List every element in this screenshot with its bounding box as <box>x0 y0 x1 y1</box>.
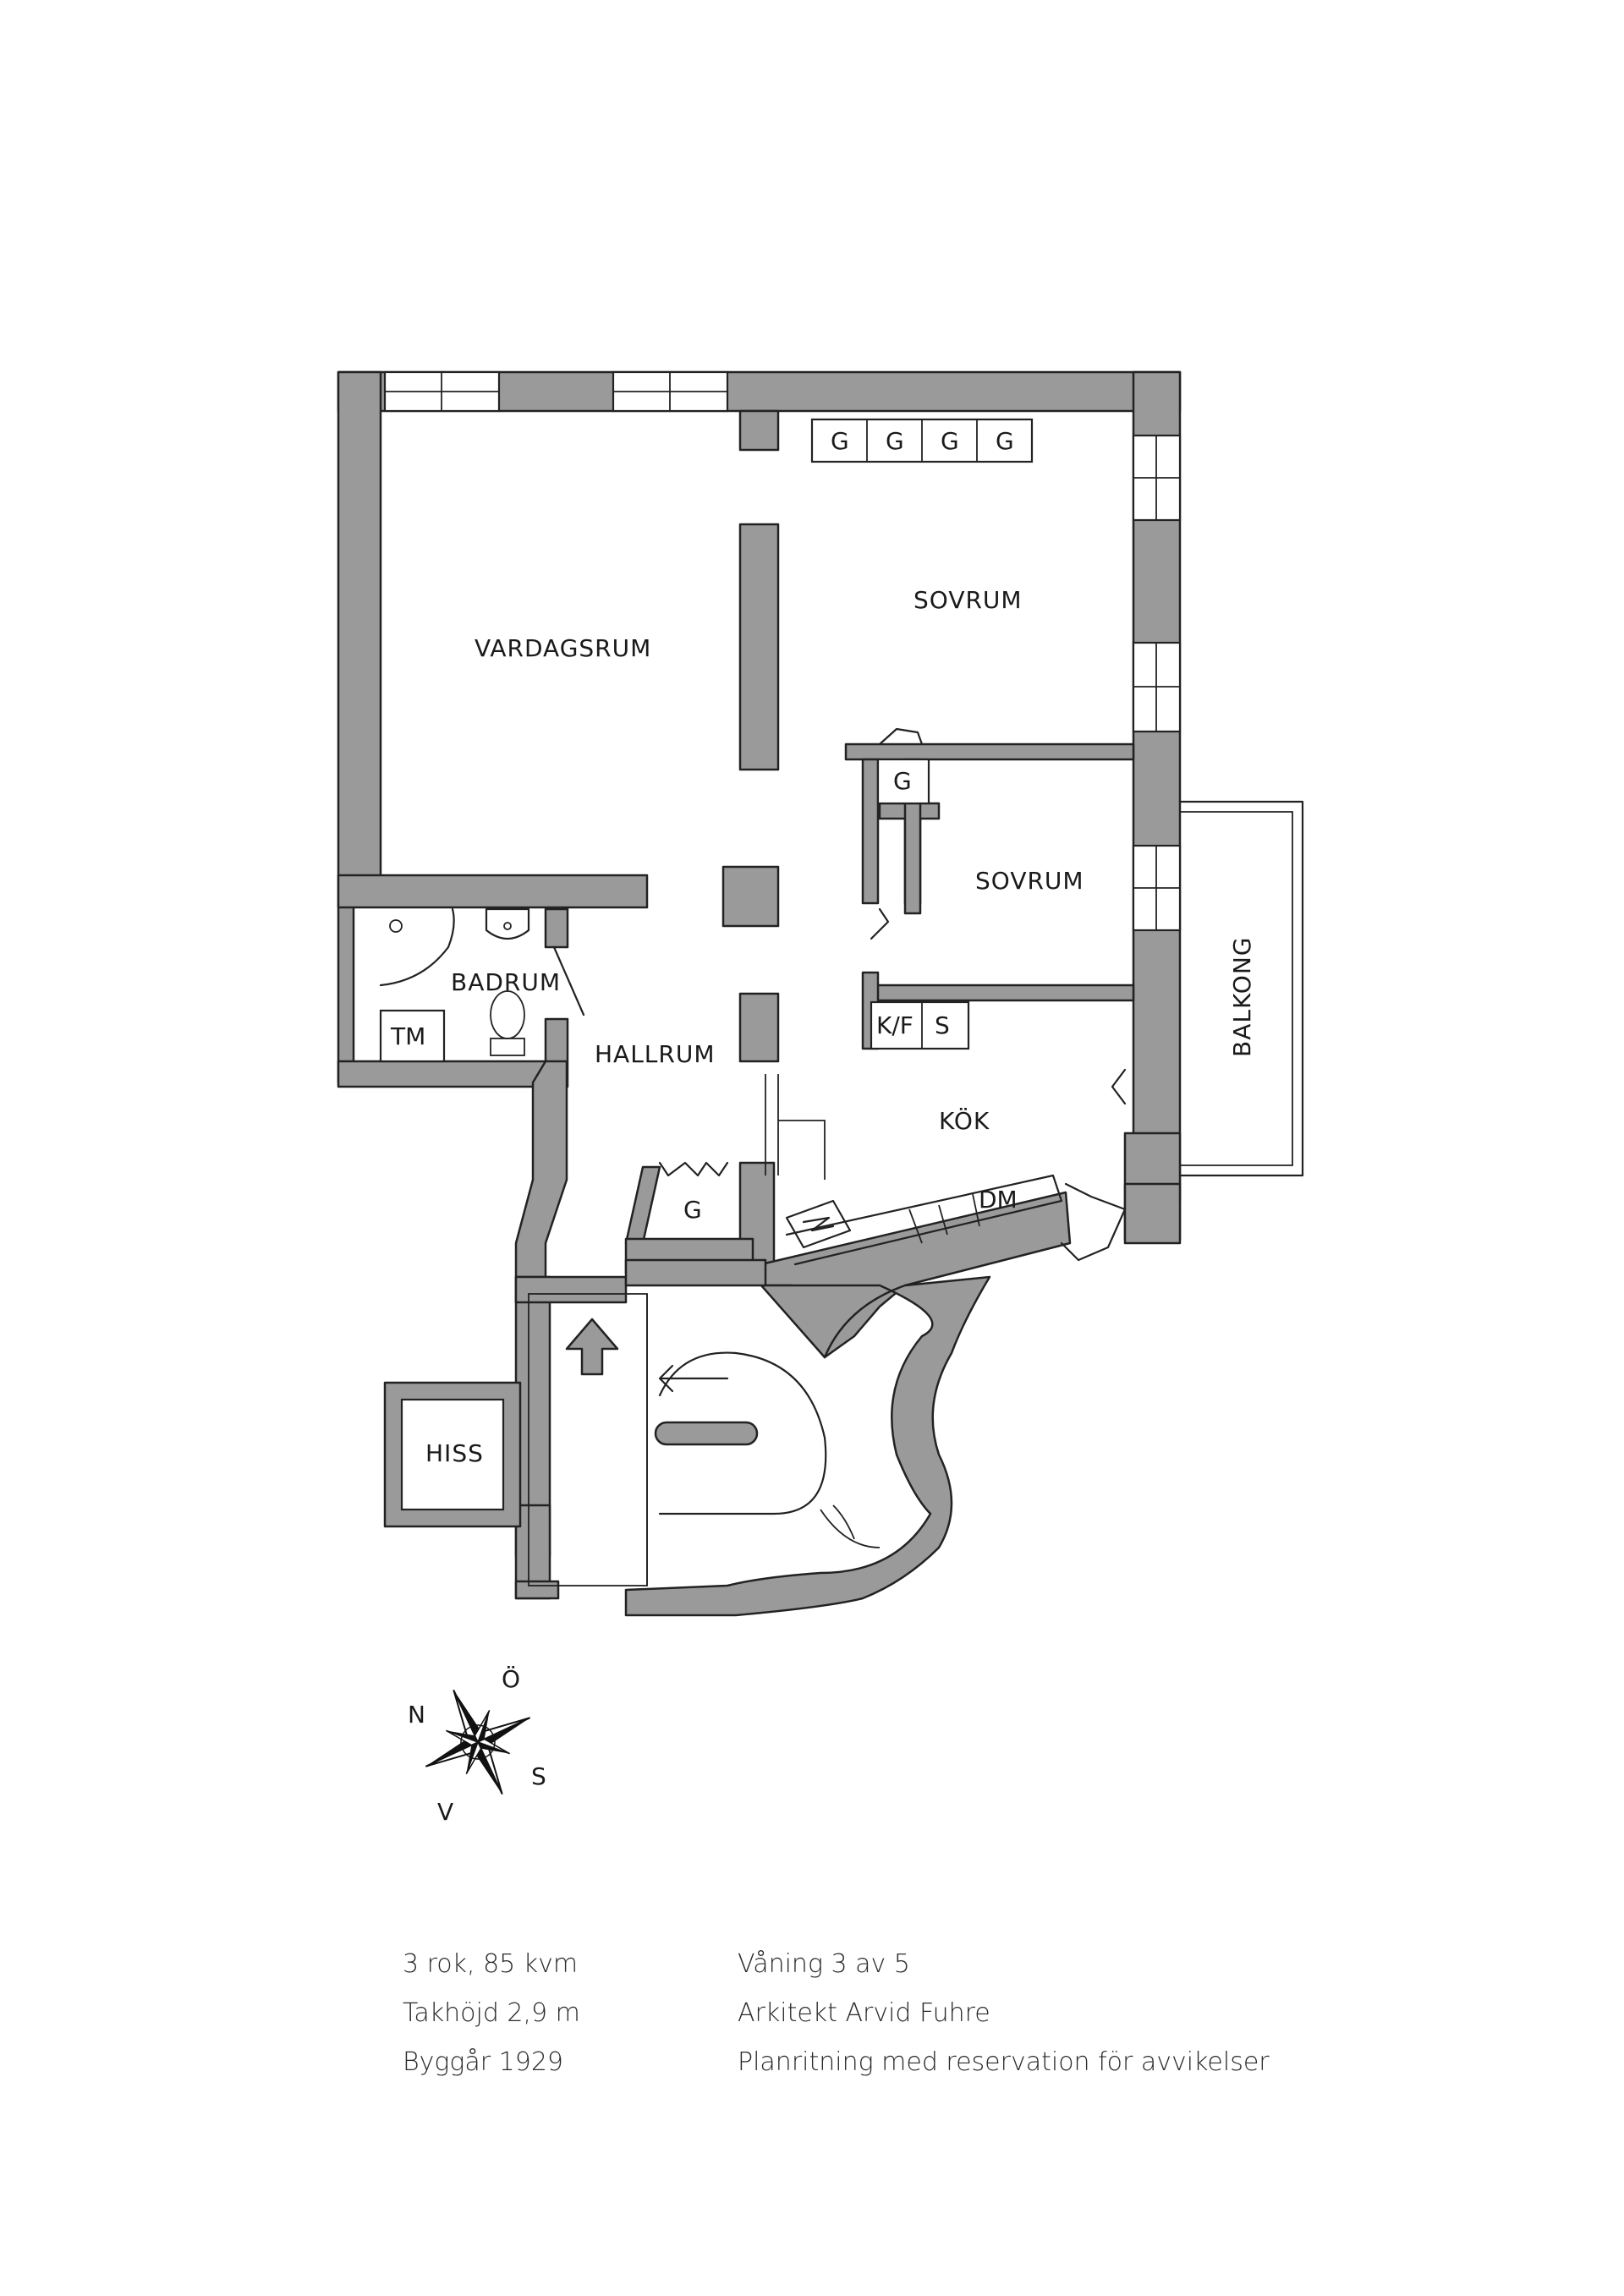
info-right: Våning 3 av 5 Arkitekt Arvid Fuhre Planr… <box>738 1940 1270 2087</box>
compass-west-label: V <box>437 1798 453 1826</box>
storage-label: S <box>935 1011 950 1039</box>
balcony: BALKONG <box>1178 800 1304 1177</box>
sovrum-closet: G <box>876 727 930 805</box>
room-label-vardagsrum: VARDAGSRUM <box>475 634 651 662</box>
walls <box>337 370 1182 1359</box>
wardrobe-label: G <box>893 767 912 795</box>
dishwasher-label: DM <box>979 1186 1018 1214</box>
room-label-hiss: HISS <box>425 1439 484 1467</box>
kitchen-fixtures: K/F S DM <box>765 1000 1127 1266</box>
compass-south-label: S <box>531 1762 546 1790</box>
room-label-kok: KÖK <box>939 1106 990 1135</box>
fridge-freezer-label: K/F <box>876 1011 914 1039</box>
info-disclaimer: Planritning med reservation för avvikels… <box>738 2047 1270 2077</box>
arrow-up-icon <box>565 1318 619 1376</box>
elevator: HISS <box>383 1381 522 1528</box>
info-build-year: Byggår 1929 <box>403 2047 564 2077</box>
info-size: 3 rok, 85 kvm <box>403 1949 579 1979</box>
wardrobe-row: G G G G <box>810 418 1034 463</box>
room-label-sovrum: SOVRUM <box>914 586 1023 614</box>
info-ceiling-height: Takhöjd 2,9 m <box>403 1998 580 2028</box>
doors <box>870 907 1134 1133</box>
info-architect: Arkitekt Arvid Fuhre <box>738 1998 990 2028</box>
room-label-badrum: BADRUM <box>451 968 561 996</box>
stairwell <box>514 1258 991 1617</box>
room-label-hallrum: HALLRUM <box>595 1040 716 1068</box>
wardrobe-label: G <box>831 427 849 455</box>
room-label-sovrum: SOVRUM <box>975 867 1084 895</box>
windows <box>383 370 1182 932</box>
hall-closet: G <box>658 1161 729 1224</box>
room-labels: VARDAGSRUM SOVRUM SOVRUM BADRUM HALLRUM … <box>451 586 1084 1135</box>
wardrobe-label: G <box>941 427 959 455</box>
bathroom-fixtures: TM <box>379 907 585 1063</box>
compass-rose-icon <box>425 1689 531 1795</box>
wardrobe-label: G <box>996 427 1014 455</box>
wardrobe-label: G <box>683 1196 702 1224</box>
compass-east-label: Ö <box>502 1664 520 1693</box>
room-label-balkong: BALKONG <box>1228 937 1256 1057</box>
compass-north-label: N <box>408 1701 425 1729</box>
wardrobe-label: G <box>886 427 904 455</box>
info-left: 3 rok, 85 kvm Takhöjd 2,9 m Byggår 1929 <box>403 1940 580 2087</box>
washing-machine-label: TM <box>390 1022 425 1050</box>
info-floor: Våning 3 av 5 <box>738 1949 910 1979</box>
